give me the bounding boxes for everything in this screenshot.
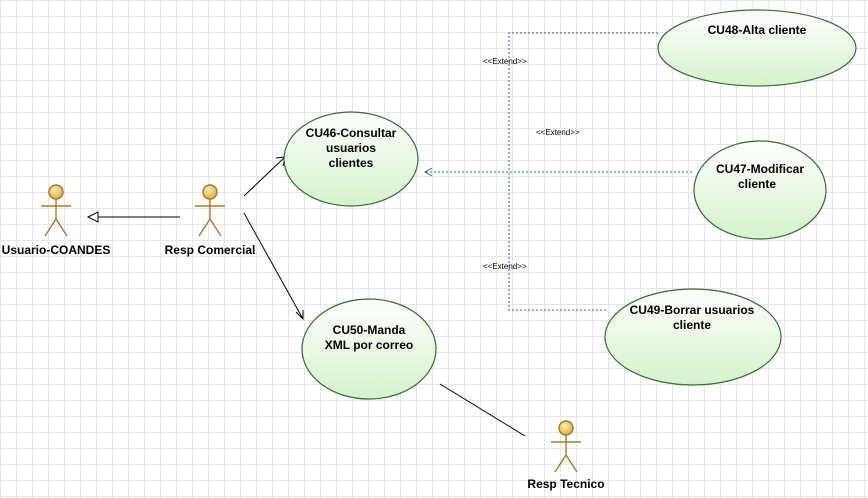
- association-comercial-cu50[interactable]: [243, 212, 304, 321]
- actor-figure-icon: [41, 184, 71, 237]
- usecase-cu50-line-2: XML por correo: [325, 338, 413, 352]
- actor-usuario-coandes[interactable]: Usuario-COANDES: [2, 184, 111, 257]
- actor-figure-icon: [551, 420, 581, 473]
- extend-label-cu47: <<Extend>>: [536, 128, 580, 137]
- actor-resp-tecnico[interactable]: Resp Tecnico: [527, 420, 605, 491]
- actor-resp-comercial[interactable]: Resp Comercial: [165, 184, 256, 257]
- extend-line-cu48[interactable]: [508, 32, 658, 172]
- usecase-cu49[interactable]: CU49-Borrar usuarios cliente: [604, 288, 782, 386]
- generalization-comercial-to-usuario[interactable]: [86, 211, 180, 223]
- usecase-cu50[interactable]: CU50-Manda XML por correo: [301, 298, 437, 400]
- actor-comercial-label: Resp Comercial: [165, 243, 256, 257]
- usecase-cu46[interactable]: CU46-Consultar usuarios clientes: [283, 111, 419, 207]
- usecase-cu46-line-3: clientes: [329, 156, 374, 170]
- usecase-cu46-line-2: usuarios: [326, 141, 376, 155]
- usecase-cu49-line-1: CU49-Borrar usuarios: [630, 303, 755, 317]
- extend-arrowhead: [423, 167, 433, 177]
- actor-usuario-label: Usuario-COANDES: [2, 243, 111, 257]
- usecase-cu47-line-2: cliente: [738, 177, 776, 191]
- actor-figure-icon: [195, 184, 225, 237]
- usecase-cu50-line-1: CU50-Manda: [333, 323, 406, 337]
- extend-label-cu49: <<Extend>>: [483, 262, 527, 271]
- actor-tecnico-label: Resp Tecnico: [527, 477, 604, 491]
- association-cu50-tecnico[interactable]: [439, 383, 526, 437]
- usecase-cu47-line-1: CU47-Modificar: [716, 162, 804, 176]
- extend-line-cu49[interactable]: [508, 172, 606, 311]
- extend-label-cu48: <<Extend>>: [483, 57, 527, 66]
- usecase-cu47[interactable]: CU47-Modificar cliente: [693, 140, 827, 240]
- usecase-cu48[interactable]: CU48-Alta cliente: [657, 9, 857, 87]
- extend-relations: <<Extend>> <<Extend>> <<Extend>>: [423, 32, 692, 311]
- usecase-cu48-line-1: CU48-Alta cliente: [708, 23, 807, 37]
- association-comercial-cu46[interactable]: [243, 156, 286, 197]
- usecase-cu49-line-2: cliente: [673, 318, 711, 332]
- usecase-cu46-line-1: CU46-Consultar: [306, 126, 397, 140]
